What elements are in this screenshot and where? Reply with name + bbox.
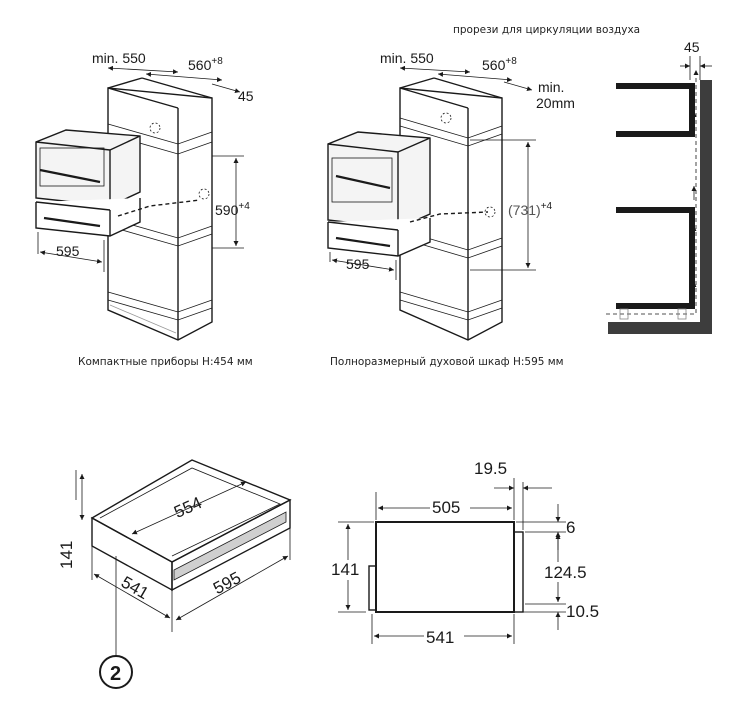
compact-depth-line [211, 83, 241, 94]
compact-min-depth-label: min. 550 [92, 50, 146, 66]
fullsize-front-width-label: 595 [346, 256, 370, 272]
callout-circle [99, 655, 133, 689]
side-right-mid-label: 124.5 [544, 563, 587, 582]
drawer-rear-stop [368, 565, 377, 611]
fullsize-gap-label-2: 20mm [536, 95, 575, 111]
compact-front-width-label: 595 [56, 243, 80, 259]
side-right-top-label: 6 [566, 518, 575, 537]
drawer-isometric: 554 141 541 595 2 [57, 459, 292, 689]
drawer-front-panel [513, 531, 524, 613]
drawer-body [375, 521, 515, 613]
side-bottom-width-label: 541 [426, 628, 454, 647]
drawer-height-label: 141 [57, 541, 76, 569]
airflow-path [606, 70, 699, 315]
fullsize-appliance [327, 131, 489, 257]
drawer-depth-label: 541 [118, 573, 152, 604]
fullsize-gap-label-1: min. [538, 79, 564, 95]
wall-block [700, 80, 712, 334]
airflow-section: 45 [606, 39, 712, 334]
compact-width-line [145, 71, 223, 83]
compact-min-depth-line [107, 65, 179, 75]
fullsize-height-label: (731)+4 [508, 201, 553, 218]
drawer-inner-width-line [131, 481, 247, 535]
compact-appliance [35, 129, 201, 237]
side-right-bottom-label: 10.5 [566, 602, 599, 621]
floor-block [608, 322, 712, 334]
fullsize-caption: Полноразмерный духовой шкаф H:595 мм [330, 356, 564, 368]
fullsize-min-depth-line [399, 65, 471, 75]
side-top-width-label: 505 [432, 498, 460, 517]
drawer-inner-width-label: 554 [171, 493, 205, 522]
fullsize-width-label: 560+8 [482, 56, 517, 73]
fullsize-min-depth-label: min. 550 [380, 50, 434, 66]
airflow-gap-label: 45 [684, 39, 700, 55]
compact-front-width-line [39, 250, 103, 264]
compact-height-label: 590+4 [215, 201, 250, 218]
upper-appliance-outline [616, 83, 695, 137]
drawer-width-label: 595 [210, 568, 244, 598]
callout-number: 2 [110, 663, 121, 685]
compact-caption: Компактные приборы H:454 мм [78, 356, 253, 368]
drawer-width-line [175, 555, 289, 621]
air-slots-caption: прорези для циркуляции воздуха [453, 24, 640, 36]
fullsize-width-line [437, 71, 513, 83]
lower-appliance-outline [616, 207, 695, 309]
drawer-side-elevation: 19.5 505 141 6 124.5 10.5 541 [330, 459, 599, 647]
fullsize-installation: min. 550 560+8 min. 20mm (731)+4 595 Пол… [327, 50, 575, 368]
side-top-offset-label: 19.5 [474, 459, 507, 478]
compact-installation: min. 550 560+8 45 590+4 595 Компактные п… [35, 50, 254, 368]
fullsize-gap-line [503, 81, 533, 92]
drawer-depth-line [93, 573, 171, 619]
compact-depth-label: 45 [238, 88, 254, 104]
fullsize-front-width-line [331, 258, 395, 272]
side-height-label: 141 [331, 560, 359, 579]
compact-width-label: 560+8 [188, 56, 223, 73]
